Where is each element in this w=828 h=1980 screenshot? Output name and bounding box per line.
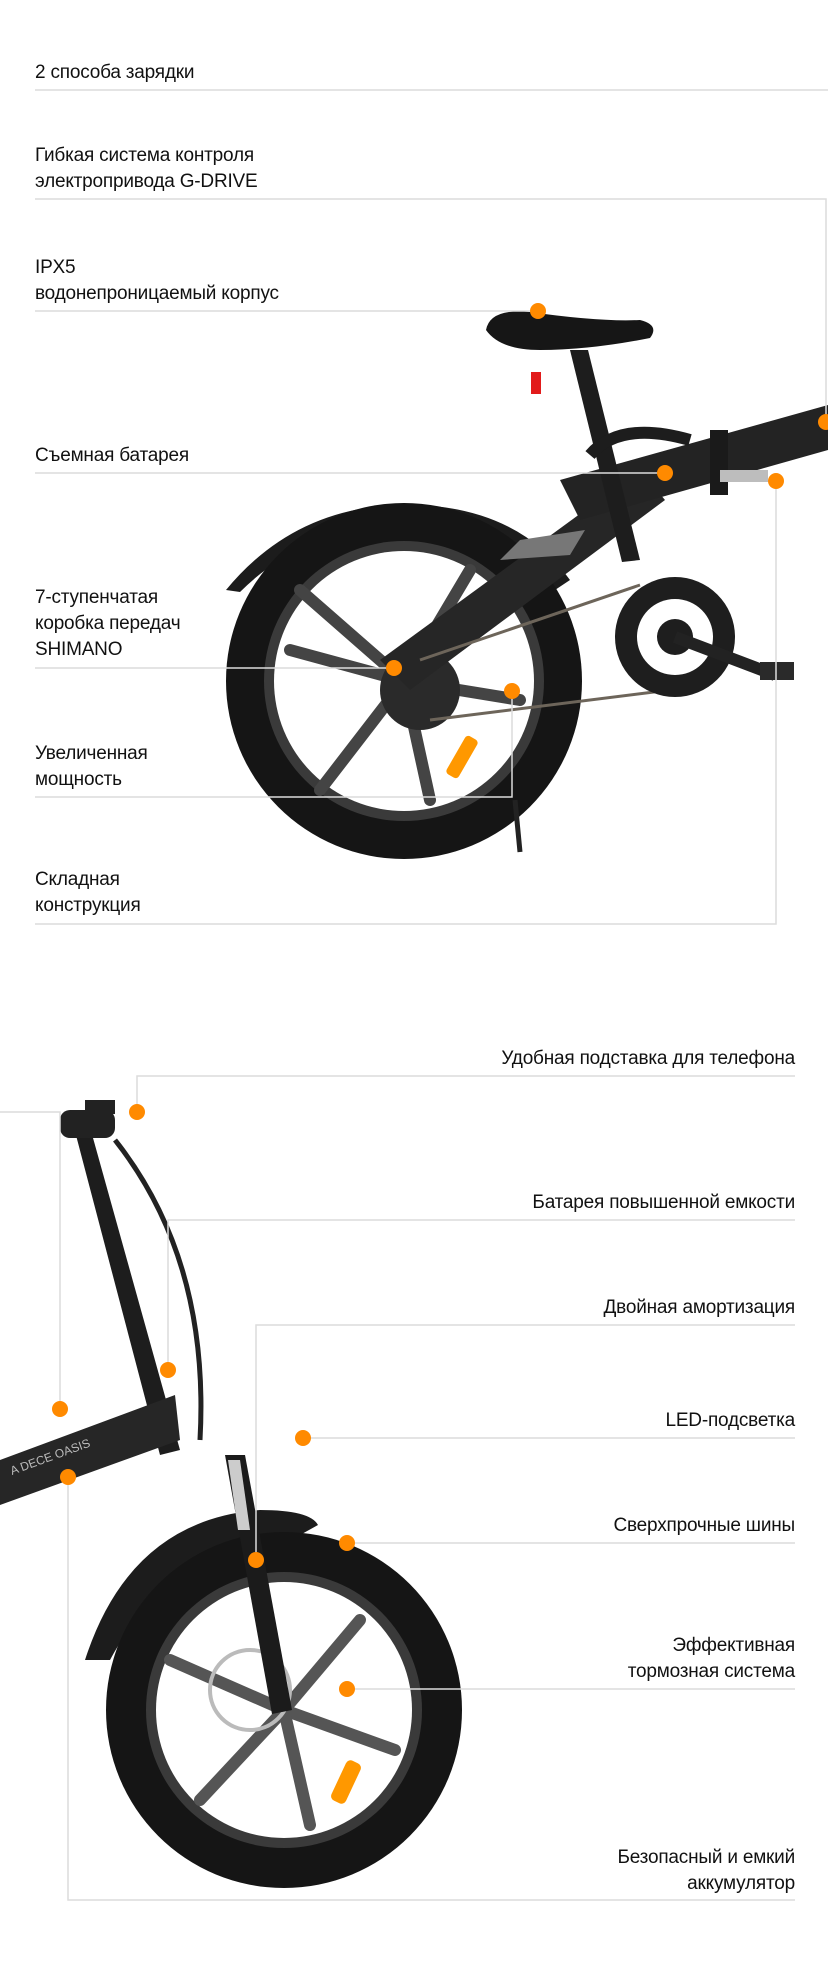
label-line: электропривода G-DRIVE xyxy=(35,171,258,192)
label-line: мощность xyxy=(35,769,122,790)
hotspot-dot xyxy=(52,1401,68,1417)
rear-light xyxy=(531,372,541,394)
label-line: тормозная система xyxy=(627,1661,795,1682)
hotspot-dot xyxy=(295,1430,311,1446)
feature-label-power: Увеличенная мощность xyxy=(35,741,148,793)
hotspot-dot xyxy=(504,683,520,699)
hotspot-dot xyxy=(339,1681,355,1697)
feature-label-ipx5: IPX5 водонепроницаемый корпус xyxy=(35,255,279,307)
hotspot-dot xyxy=(530,303,546,319)
label-line: Удобная подставка для телефона xyxy=(501,1048,795,1069)
hotspot-dot xyxy=(386,660,402,676)
battery-tube xyxy=(0,1395,180,1505)
label-line: LED-подсветка xyxy=(665,1410,795,1431)
feature-label-folding: Складная конструкция xyxy=(35,867,141,919)
hotspot-dot xyxy=(768,473,784,489)
label-line: Гибкая система контроля xyxy=(35,145,254,166)
label-line: коробка передач xyxy=(35,613,181,634)
label-line: Двойная амортизация xyxy=(603,1297,796,1318)
feature-label-led: LED-подсветка xyxy=(665,1408,795,1434)
label-line: Складная xyxy=(35,869,120,890)
feature-label-suspension: Двойная амортизация xyxy=(603,1295,796,1321)
label-line: конструкция xyxy=(35,895,141,916)
label-line: SHIMANO xyxy=(35,639,123,660)
label-line: Батарея повышенной емкости xyxy=(532,1192,795,1213)
rear-leader-lines xyxy=(35,89,828,925)
rear-reflector xyxy=(446,735,478,779)
label-line: 2 способа зарядки xyxy=(35,62,195,83)
saddle xyxy=(486,311,654,350)
label-line: водонепроницаемый корпус xyxy=(35,283,279,304)
hotspot-dot xyxy=(60,1469,76,1485)
feature-label-brakes: Эффективная тормозная система xyxy=(628,1633,795,1685)
label-line: 7-ступенчатая xyxy=(35,587,158,608)
front-leader-lines xyxy=(0,1075,795,1901)
label-line: Съемная батарея xyxy=(35,445,189,466)
label-line: IPX5 xyxy=(35,257,76,278)
hotspot-dot xyxy=(129,1104,145,1120)
front-reflector xyxy=(331,1760,361,1804)
feature-label-accumulator: Безопасный и емкий аккумулятор xyxy=(617,1845,795,1897)
label-line: Эффективная xyxy=(672,1635,795,1656)
feature-label-charging: 2 способа зарядки xyxy=(35,60,195,86)
feature-label-battery: Съемная батарея xyxy=(35,443,189,469)
hotspot-dot xyxy=(248,1552,264,1568)
front-bike-image: A DECE OASIS xyxy=(0,1100,462,1888)
hotspot-dot xyxy=(339,1535,355,1551)
label-line: Сверхпрочные шины xyxy=(613,1515,795,1536)
feature-label-high-capacity-battery: Батарея повышенной емкости xyxy=(532,1190,795,1216)
feature-label-tires: Сверхпрочные шины xyxy=(613,1513,795,1539)
label-line: аккумулятор xyxy=(687,1873,795,1894)
label-line: Безопасный и емкий xyxy=(617,1847,795,1868)
feature-label-phone-holder: Удобная подставка для телефона xyxy=(501,1046,795,1072)
hotspot-dot xyxy=(818,414,828,430)
feature-label-g-drive: Гибкая система контроля электропривода G-… xyxy=(35,143,258,195)
hotspot-dot xyxy=(160,1362,176,1378)
rear-bike-image xyxy=(226,311,828,859)
handlebar xyxy=(60,1110,115,1138)
hotspot-dot xyxy=(657,465,673,481)
label-line: Увеличенная xyxy=(35,743,148,764)
